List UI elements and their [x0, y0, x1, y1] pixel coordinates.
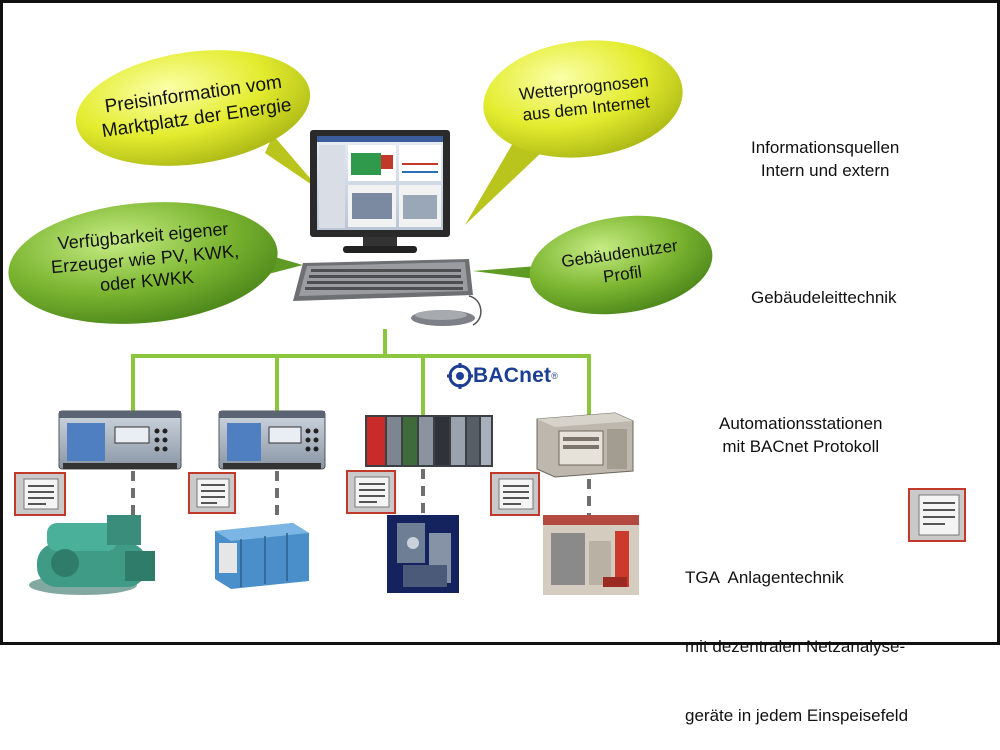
dashed-connections	[131, 469, 591, 519]
chiller-equipment	[29, 515, 155, 595]
air-handling-unit	[215, 523, 309, 589]
bacnet-logo-icon	[447, 363, 473, 389]
bacnet-logo: BACnet ®	[447, 363, 558, 389]
label-tga: TGA Anlagentechnik mit dezentralen Netza…	[685, 521, 908, 750]
power-analyzer-legend	[908, 488, 966, 542]
label-gebaeudeleittechnik: Gebäudeleittechnik	[751, 288, 897, 307]
bubble-preis-shape	[75, 50, 321, 191]
bacnet-registered-mark: ®	[551, 371, 558, 381]
label-info-line-1: Informationsquellen	[751, 138, 900, 157]
bacnet-bus-lines	[131, 329, 591, 415]
power-analyzer-1	[14, 472, 66, 516]
automation-station-3	[365, 415, 493, 467]
bacnet-logo-text: BACnet	[473, 364, 552, 387]
automation-station-2	[218, 410, 326, 470]
label-automationsstationen: Automationsstationen mit BACnet Protokol…	[719, 413, 883, 459]
label-tga-line-2: mit dezentralen Netzanalyse-	[685, 636, 906, 656]
diagram-canvas: Preisinformation vom Marktplatz der Ener…	[0, 0, 1000, 725]
bubble-nutzer-shape	[473, 215, 713, 315]
automation-station-4	[536, 412, 634, 478]
label-automation-line-2: mit BACnet Protokoll	[722, 436, 880, 456]
bubble-erzeuger-shape	[8, 202, 303, 324]
label-informationsquellen: Informationsquellen Intern und extern	[751, 137, 899, 183]
heat-pump-equipment	[387, 515, 459, 593]
power-analyzer-3	[346, 470, 396, 514]
label-tga-line-3: geräte in jedem Einspeisefeld	[685, 705, 909, 725]
automation-station-1	[58, 410, 182, 470]
boiler-room-equipment	[543, 515, 639, 595]
label-automation-line-1: Automationsstationen	[719, 414, 883, 433]
workstation-computer	[293, 130, 482, 326]
diagram-graphics	[8, 40, 966, 595]
bubble-wetter-shape	[465, 40, 683, 225]
power-analyzer-4	[490, 472, 540, 516]
power-analyzer-2	[188, 472, 236, 514]
label-tga-line-1: TGA Anlagentechnik	[685, 567, 844, 587]
label-info-line-2: Intern und extern	[760, 160, 890, 180]
